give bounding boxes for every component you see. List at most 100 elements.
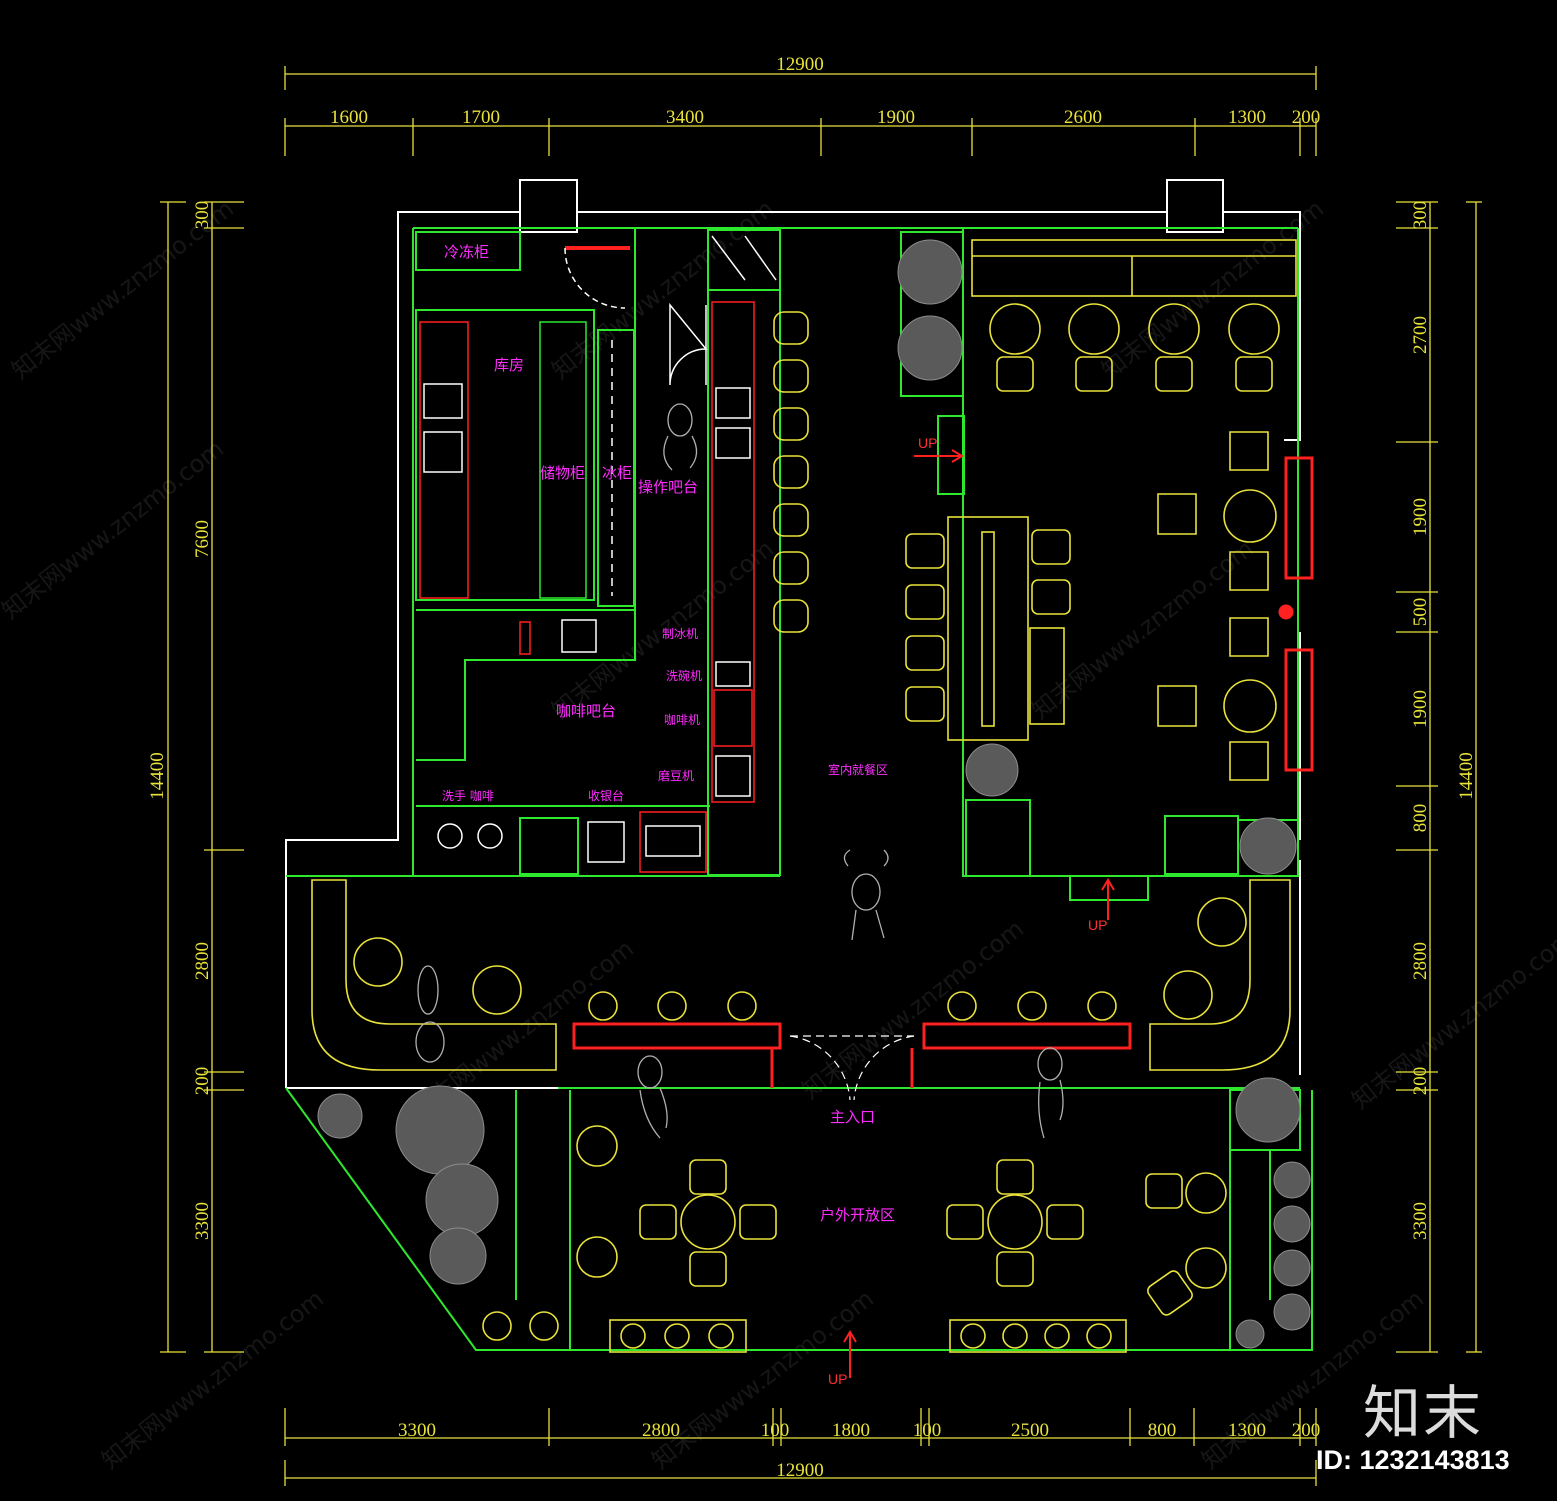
image-id: ID: 1232143813 [1316,1445,1510,1475]
plant-icon [429,1227,487,1285]
chair [946,1204,984,1240]
wall-panel [1284,456,1314,580]
bar-stool [773,407,809,441]
bar-stool [947,991,977,1021]
chair [689,1251,727,1287]
bottom-dim: 100 [913,1420,942,1441]
prep-counter-label: 操作吧台 [638,478,698,496]
watermark: 知末网www.znzmo.com [96,1284,329,1474]
dimension-labels: 12900 1600 1700 3400 1900 2600 1300 200 … [147,54,1477,1481]
long-table [947,516,1029,741]
armchair [1229,551,1269,591]
left-dim: 2800 [192,942,213,980]
outdoor-table [987,1194,1043,1250]
plant-icon [1273,1161,1311,1199]
plant-icon [965,743,1019,797]
armchair [1229,431,1269,471]
chair [1235,356,1273,392]
ice-machine-label: 制冰机 [662,627,698,641]
top-dim: 1300 [1228,107,1266,128]
watermark: 知末网www.znzmo.com [1346,924,1557,1114]
right-dim: 1900 [1410,690,1431,728]
top-dim: 2600 [1064,107,1102,128]
bar-stool [727,991,757,1021]
bottom-dim: 100 [761,1420,790,1441]
plant-icon [897,315,963,381]
bottom-dim: 2800 [642,1420,680,1441]
bar-back-counter [711,301,755,803]
fridge-label: 冰柜 [602,464,632,482]
round-table [1163,970,1213,1020]
person-icon [667,403,693,437]
small-table [1185,1247,1227,1289]
stair-up-label: UP [1088,917,1107,933]
round-table [472,965,522,1015]
small-table [576,1125,618,1167]
tree-icon [425,1163,499,1237]
planter-box [609,1319,747,1353]
bar-stool [588,991,618,1021]
booth-sofa [971,239,1297,297]
bar-stool [1017,991,1047,1021]
bottom-dim: 1300 [1228,1420,1266,1441]
round-table [989,303,1041,355]
brand-logo: 知末 [1363,1379,1484,1447]
plant-icon [1273,1249,1311,1287]
left-dim: 3300 [192,1202,213,1240]
feature-walls [572,456,1314,1088]
bottom-dim: 2500 [1011,1420,1049,1441]
coffee-machine-label: 咖啡机 [664,712,700,727]
bottom-dim: 3300 [398,1420,436,1441]
chair [689,1159,727,1195]
bar-stool [773,359,809,393]
plant-icon [1239,817,1297,875]
armchair [1229,617,1269,657]
small-table [576,1236,618,1278]
right-dim: 2700 [1410,316,1431,354]
cashier-label: 收银台 [588,788,624,803]
planter-box [949,1319,1127,1353]
bar-stool [773,599,809,633]
plant-icon [1273,1293,1311,1331]
round-table [1223,489,1277,543]
small-table [1185,1172,1227,1214]
top-total-dim: 12900 [776,54,824,75]
chair [1155,356,1193,392]
chair [1147,1270,1193,1316]
armchair [1157,685,1197,727]
round-table [1228,303,1280,355]
top-dim: 200 [1292,107,1321,128]
round-table [1148,303,1200,355]
storage-label: 库房 [494,356,524,374]
chair [639,1204,677,1240]
person-icon [417,965,439,1015]
chair [905,635,945,671]
right-dim: 2800 [1410,942,1431,980]
freezer-label: 冷冻柜 [444,243,489,261]
wall-panel [1284,648,1314,772]
chair [996,1159,1034,1195]
right-dim: 1900 [1410,498,1431,536]
person-icon [637,1055,663,1089]
left-total-dim: 14400 [147,752,168,800]
top-dim: 1700 [462,107,500,128]
round-table [1068,303,1120,355]
chair [1031,529,1071,565]
exterior-walls [285,179,1301,1089]
grinder-label: 磨豆机 [658,769,694,783]
chair [905,533,945,569]
interior-partitions [285,227,1313,1351]
person-icon [851,873,881,911]
armchair [1229,741,1269,781]
bar-stool [1087,991,1117,1021]
bar-stool [773,455,809,489]
entrance-counter-right [922,1022,1132,1050]
bar-stool [773,311,809,345]
entrance-door [789,1035,915,1101]
curved-bench-right [1149,879,1291,1071]
furniture [311,239,1297,1353]
left-dim: 200 [192,1067,213,1096]
chair [1145,1173,1183,1209]
bottom-dim: 200 [1292,1420,1321,1441]
stair-up-label: UP [918,435,937,451]
